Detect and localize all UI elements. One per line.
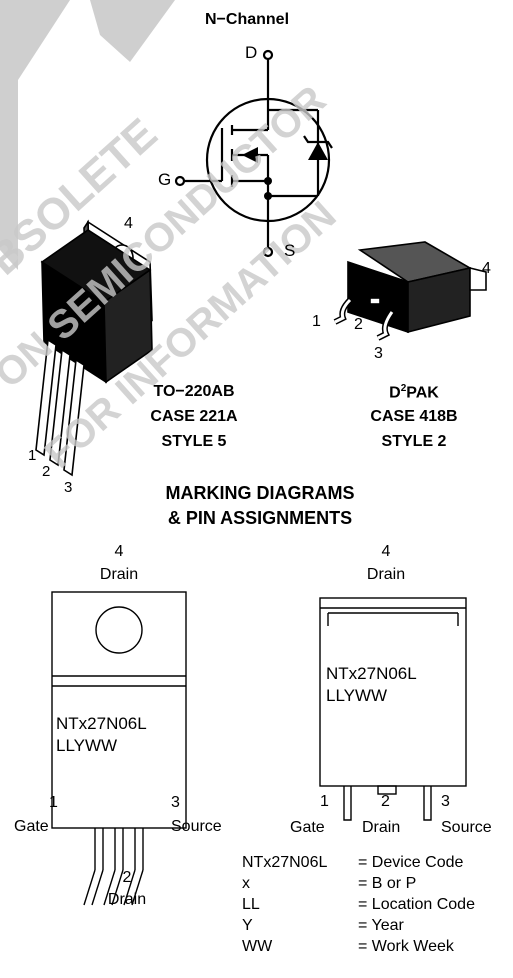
legend-desc: = Work Week — [358, 938, 454, 955]
right-pin1-label: Gate — [290, 819, 325, 836]
legend-row: NTx27N06L = Device Code — [242, 852, 475, 873]
d2pak-tab-pin: 4 — [482, 260, 491, 277]
legend: NTx27N06L = Device Code x = B or P LL = … — [242, 852, 475, 957]
legend-desc: = Device Code — [358, 854, 464, 871]
right-top-label: Drain — [366, 566, 406, 583]
left-pin1-label: Gate — [14, 818, 49, 835]
watermark-banner-right — [90, 0, 175, 62]
d2pak-name: D2PAK — [389, 383, 439, 402]
d2pak-style: STYLE 2 — [381, 433, 447, 450]
right-code-line2: LLYWW — [326, 686, 388, 705]
d2pak-case: CASE 418B — [370, 408, 458, 425]
right-pin2-num: 2 — [381, 793, 390, 810]
legend-desc: = Location Code — [358, 896, 475, 913]
legend-row: LL = Location Code — [242, 894, 475, 915]
source-terminal — [262, 246, 274, 258]
left-code-line2: LLYWW — [56, 736, 118, 755]
right-pin1-num: 1 — [320, 793, 329, 810]
d2pak-pin3: 3 — [374, 345, 383, 362]
right-marking-diagram — [319, 597, 467, 821]
pin-label-s: S — [284, 241, 296, 260]
pin-label-g: G — [158, 170, 172, 189]
d2pak-drawing — [333, 241, 487, 341]
right-pin2-label: Drain — [362, 819, 401, 836]
left-pin3-label: Source — [171, 818, 222, 835]
legend-desc: = Year — [358, 917, 404, 934]
to220-drawing — [35, 219, 153, 477]
channel-arrow — [242, 147, 258, 163]
d2pak-pin1: 1 — [312, 313, 321, 330]
legend-row: x = B or P — [242, 873, 475, 894]
legend-row: WW = Work Week — [242, 936, 475, 957]
legend-code: LL — [242, 896, 260, 913]
to220-name: TO−220AB — [153, 383, 235, 400]
legend-row: Y = Year — [242, 915, 475, 936]
to220-style: STYLE 5 — [161, 433, 227, 450]
d2pak-pin2: 2 — [354, 316, 363, 333]
left-top-label: Drain — [99, 566, 139, 583]
legend-code: NTx27N06L — [242, 854, 328, 871]
to220-pin3: 3 — [64, 479, 73, 496]
junction-dot — [264, 177, 272, 185]
d2pak-name-sup: 2 — [400, 383, 407, 394]
marking-heading-line1: MARKING DIAGRAMS — [165, 483, 355, 503]
right-code-line1: NTx27N06L — [326, 664, 417, 683]
marking-heading-line2: & PIN ASSIGNMENTS — [167, 508, 353, 528]
gate-terminal — [174, 175, 186, 187]
left-marking-diagram — [51, 591, 187, 906]
to220-tab-pin: 4 — [124, 215, 133, 232]
legend-desc: = B or P — [358, 875, 417, 892]
watermark-banner — [0, 0, 70, 270]
to220-pin2: 2 — [42, 463, 51, 480]
to220-case: CASE 221A — [150, 408, 238, 425]
d2pak-name-tail: PAK — [406, 384, 439, 402]
left-top-num: 4 — [114, 543, 124, 560]
right-pin3-label: Source — [441, 819, 492, 836]
left-pin3-num: 3 — [171, 794, 180, 811]
junction-dot — [264, 192, 272, 200]
legend-code: x — [242, 875, 250, 892]
to220-pin1: 1 — [28, 447, 37, 464]
left-pin2-num: 2 — [122, 869, 132, 886]
left-pin2-label: Drain — [107, 891, 147, 908]
legend-code: WW — [242, 938, 273, 955]
d2pak-name-main: D — [389, 384, 401, 402]
left-pin1-num: 1 — [49, 794, 58, 811]
left-code-line1: NTx27N06L — [56, 714, 147, 733]
drain-terminal — [262, 49, 274, 61]
right-pin3-num: 3 — [441, 793, 450, 810]
legend-code: Y — [242, 917, 253, 934]
diode-symbol — [308, 142, 328, 160]
mosfet-symbol — [174, 49, 331, 258]
pin-label-d: D — [245, 43, 258, 62]
symbol-title: N−Channel — [205, 11, 290, 28]
right-top-num: 4 — [381, 543, 391, 560]
